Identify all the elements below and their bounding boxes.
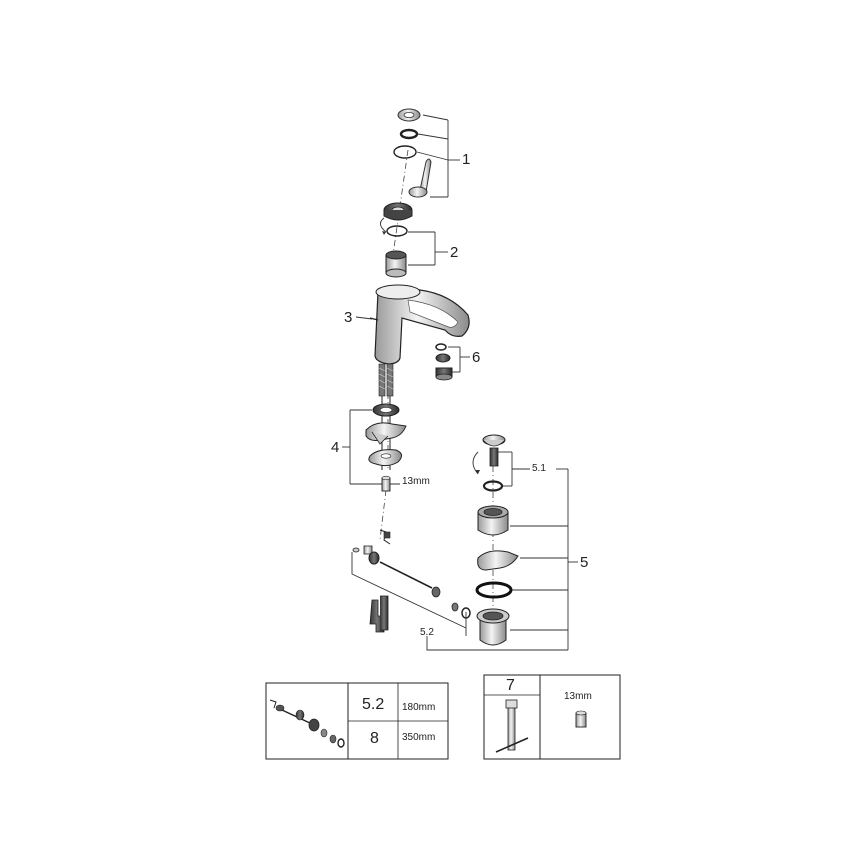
table-right-size-13mm: 13mm <box>564 691 592 702</box>
part-5-2-popup-rod <box>352 529 471 633</box>
callout-2: 2 <box>450 244 459 261</box>
wrench-tool-illustration <box>495 699 529 753</box>
part-1-leader <box>416 114 460 198</box>
callout-4: 4 <box>331 439 340 456</box>
part-5-leader <box>510 468 578 650</box>
rod-assembly-illustration <box>269 699 345 748</box>
assembly-axis <box>379 149 494 620</box>
spare-table-left <box>265 682 449 760</box>
part-5-2-leader <box>351 552 568 651</box>
tool-table-right <box>483 674 621 760</box>
part-3-faucet-body <box>369 284 470 470</box>
part-2-leader <box>408 231 448 266</box>
callout-3: 3 <box>344 309 353 326</box>
part-4-leader <box>342 409 400 485</box>
callout-6: 6 <box>472 349 481 366</box>
table-left-size-350mm: 350mm <box>402 732 436 743</box>
callout-5-2: 5.2 <box>420 627 434 638</box>
part-5-1-leader <box>498 451 530 487</box>
hex-nut-13mm <box>381 475 391 492</box>
part-2-cartridge-assembly <box>380 202 413 278</box>
part-3-leader <box>355 316 373 320</box>
socket-13mm-illustration <box>575 710 587 728</box>
part-6-leader <box>448 346 470 373</box>
callout-5-1: 5.1 <box>532 463 546 474</box>
callout-13mm: 13mm <box>402 476 430 487</box>
table-left-part-8: 8 <box>370 730 379 747</box>
table-right-part-7: 7 <box>506 677 515 694</box>
callout-5: 5 <box>580 554 589 571</box>
part-4-mounting-set <box>365 403 407 467</box>
table-left-part-5-2: 5.2 <box>362 696 385 713</box>
part-6-aerator <box>435 343 453 381</box>
callout-1: 1 <box>462 151 471 168</box>
part-1-cap-assembly <box>393 108 432 198</box>
part-5-waste-assembly <box>472 434 519 646</box>
table-left-size-180mm: 180mm <box>402 702 436 713</box>
